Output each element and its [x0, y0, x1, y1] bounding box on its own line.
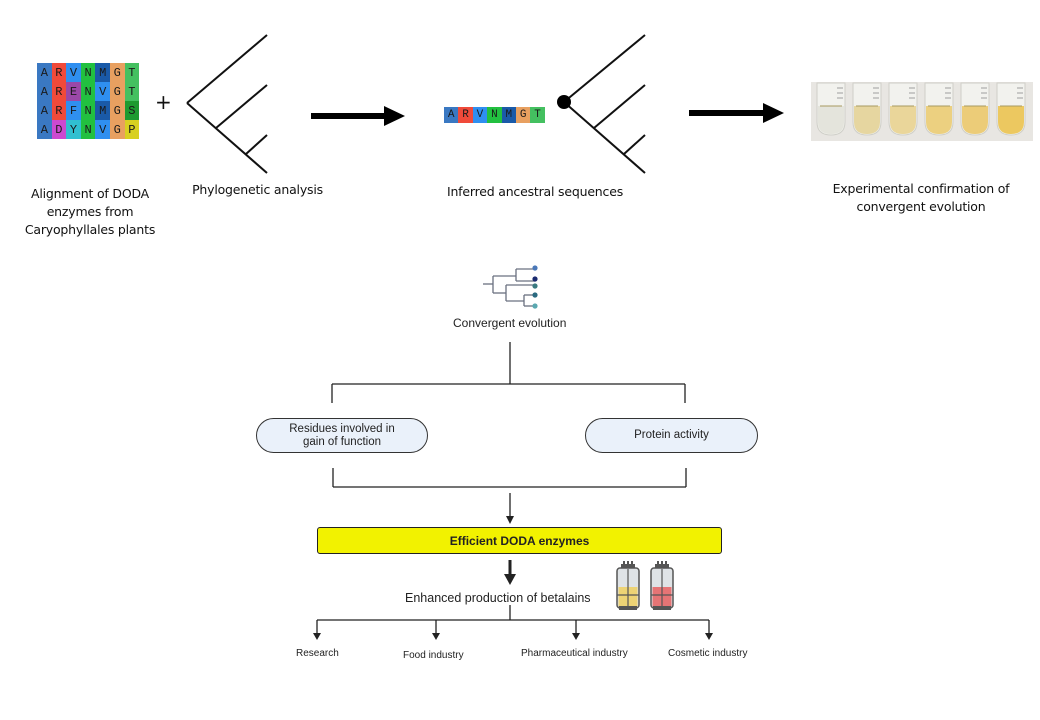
amino-acid-cell: R	[458, 107, 473, 123]
tree-tip-icon	[532, 283, 538, 289]
amino-acid-cell: N	[80, 120, 96, 139]
amino-acid-cell: T	[124, 82, 140, 101]
tree-tip-icon	[532, 303, 538, 309]
amino-acid-cell: R	[51, 101, 67, 120]
test-tube	[852, 82, 882, 136]
amino-acid-cell: S	[124, 101, 140, 120]
bioreactor-icon	[650, 561, 674, 610]
enhanced-production-label: Enhanced production of betalains	[405, 591, 591, 605]
amino-acid-cell: T	[124, 63, 140, 82]
amino-acid-cell: T	[530, 107, 545, 123]
branch-residues-gain-of-function: Residues involved in gain of function	[256, 418, 428, 453]
amino-acid-cell: A	[444, 107, 459, 123]
arrow-down-icon	[705, 633, 713, 640]
test-tube	[960, 82, 990, 136]
amino-acid-cell: N	[80, 82, 96, 101]
amino-acid-cell: N	[487, 107, 502, 123]
arrow-down-icon	[504, 560, 516, 585]
amino-acid-cell: R	[51, 82, 67, 101]
amino-acid-cell: G	[109, 63, 125, 82]
application-research: Research	[296, 648, 339, 659]
amino-acid-cell: Y	[66, 120, 81, 139]
test-tubes-photo	[811, 82, 1033, 141]
amino-acid-cell: D	[51, 120, 67, 139]
amino-acid-cell: G	[109, 101, 125, 120]
experimental-label: Experimental confirmation of convergent …	[832, 181, 1010, 214]
test-tube	[924, 82, 954, 136]
amino-acid-cell: F	[66, 101, 81, 120]
application-food-industry: Food industry	[403, 650, 464, 661]
amino-acid-cell: M	[95, 101, 110, 120]
amino-acid-cell: A	[37, 82, 52, 101]
amino-acid-cell: V	[95, 82, 110, 101]
amino-acid-cell: E	[66, 82, 81, 101]
amino-acid-cell: N	[80, 101, 96, 120]
amino-acid-cell: A	[37, 120, 52, 139]
alignment-label: Alignment of DODA enzymes from Caryophyl…	[24, 186, 156, 237]
amino-acid-cell: V	[95, 120, 110, 139]
convergent-evolution-label: Convergent evolution	[453, 316, 567, 330]
arrow-right-icon	[689, 103, 784, 123]
arrow-down-icon	[506, 516, 514, 524]
test-tube	[888, 82, 918, 136]
tree-tip-icon	[532, 265, 538, 271]
branch-protein-activity: Protein activity	[585, 418, 758, 453]
arrow-right-icon	[311, 106, 405, 126]
amino-acid-cell: R	[51, 63, 67, 82]
amino-acid-cell: V	[472, 107, 488, 123]
efficient-doda-enzymes-box: Efficient DODA enzymes	[317, 527, 722, 554]
amino-acid-cell: A	[37, 63, 52, 82]
connector-lines	[331, 342, 687, 517]
tree-tip-icon	[532, 292, 538, 298]
phylogenetic-label: Phylogenetic analysis	[192, 182, 323, 197]
application-pharmaceutical-industry: Pharmaceutical industry	[521, 648, 628, 659]
amino-acid-cell: V	[66, 63, 81, 82]
amino-acid-cell: A	[37, 101, 52, 120]
amino-acid-cell: N	[80, 63, 96, 82]
application-branches	[316, 605, 710, 634]
amino-acid-cell: G	[109, 82, 125, 101]
amino-acid-cell: M	[501, 107, 516, 123]
bioreactor-icon	[616, 561, 640, 610]
phylogenetic-tree	[186, 34, 268, 174]
ancestral-tree	[563, 34, 646, 174]
test-tube	[816, 82, 846, 136]
amino-acid-cell: G	[109, 120, 125, 139]
amino-acid-cell: G	[515, 107, 531, 123]
arrow-down-icon	[313, 633, 321, 640]
arrow-down-icon	[572, 633, 580, 640]
ancestral-label: Inferred ancestral sequences	[446, 184, 624, 199]
plus-sign: +	[155, 90, 172, 114]
ancestral-node-icon	[557, 95, 571, 109]
arrow-down-icon	[432, 633, 440, 640]
amino-acid-cell: M	[95, 63, 110, 82]
application-cosmetic-industry: Cosmetic industry	[668, 648, 748, 659]
convergent-tree-icon	[483, 268, 535, 307]
tree-tip-icon	[532, 276, 538, 282]
test-tube	[996, 82, 1026, 136]
amino-acid-cell: P	[124, 120, 140, 139]
